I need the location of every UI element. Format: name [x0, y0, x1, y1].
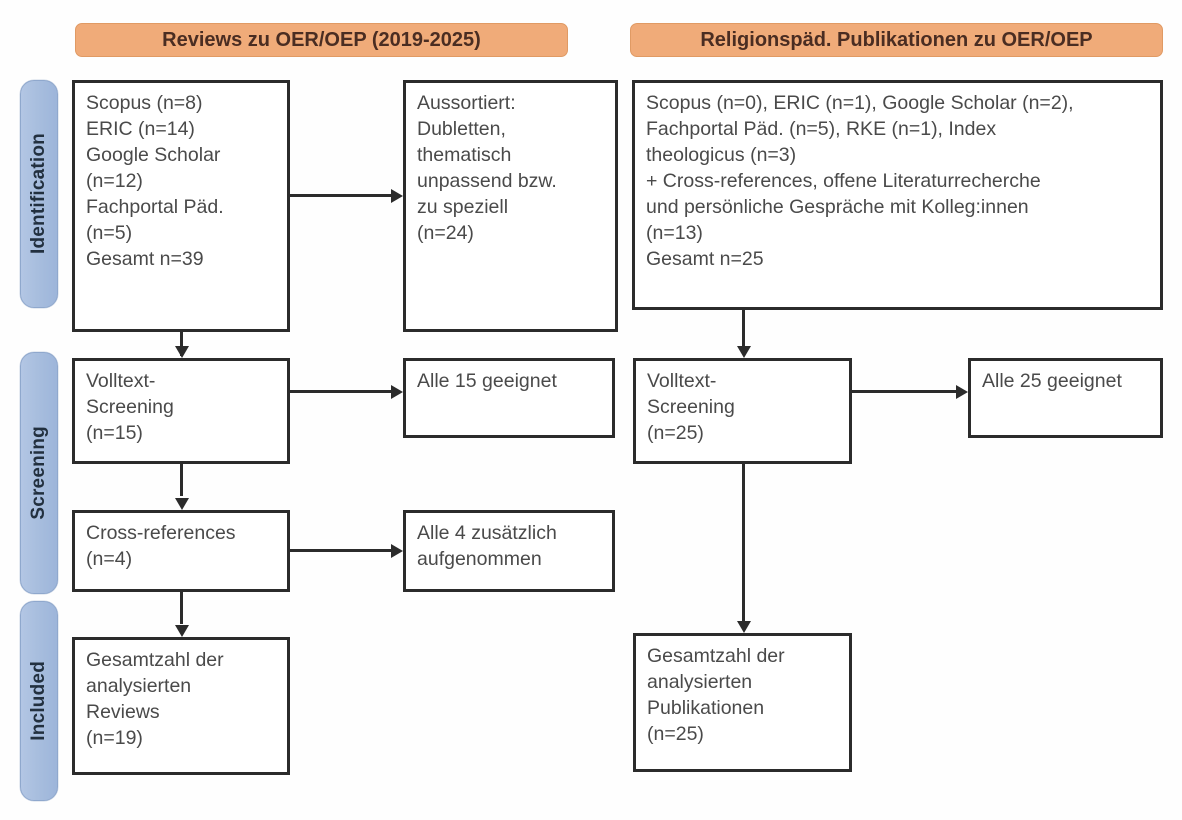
- box-left-screening-result-text: Alle 15 geeignet: [417, 370, 557, 392]
- box-left-excluded: Aussortiert: Dubletten, thematisch unpas…: [403, 80, 618, 332]
- phase-tab-identification-label: Identification: [28, 133, 49, 255]
- connector-left-sources-to-screening: [180, 332, 183, 356]
- column-header-right: Religionspäd. Publikationen zu OER/OEP: [630, 23, 1163, 57]
- connector-left-sources-to-excluded: [290, 194, 391, 197]
- arrowhead-right-sources-to-screening: [736, 346, 751, 358]
- box-left-sources-text: Scopus (n=8) ERIC (n=14) Google Scholar …: [86, 92, 224, 270]
- box-right-included: Gesamtzahl der analysierten Publikatione…: [633, 633, 852, 772]
- arrowhead-left-sources-to-screening: [174, 346, 189, 358]
- arrowhead-right-screening-to-result: [956, 384, 968, 399]
- arrowhead-left-screening-to-crossref: [174, 498, 189, 510]
- column-header-right-label: Religionspäd. Publikationen zu OER/OEP: [700, 28, 1093, 51]
- box-right-screening-text: Volltext- Screening (n=25): [647, 370, 735, 444]
- phase-tab-identification: Identification: [20, 80, 58, 308]
- connector-right-screening-to-result: [852, 390, 956, 393]
- arrowhead-left-sources-to-excluded: [391, 188, 403, 203]
- column-header-left-label: Reviews zu OER/OEP (2019-2025): [162, 28, 481, 51]
- box-left-screening-result: Alle 15 geeignet: [403, 358, 615, 438]
- arrowhead-right-screening-to-included: [736, 621, 751, 633]
- box-left-crossref-text: Cross-references (n=4): [86, 522, 236, 570]
- box-left-crossref-result: Alle 4 zusätzlich aufgenommen: [403, 510, 615, 592]
- connector-left-crossref-to-included: [180, 592, 183, 624]
- box-right-screening: Volltext- Screening (n=25): [633, 358, 852, 464]
- box-left-included-text: Gesamtzahl der analysierten Reviews (n=1…: [86, 649, 224, 749]
- box-left-screening: Volltext- Screening (n=15): [72, 358, 290, 464]
- phase-tab-included-label: Included: [28, 661, 49, 741]
- box-left-screening-text: Volltext- Screening (n=15): [86, 370, 174, 444]
- connector-left-screening-to-result: [290, 390, 391, 393]
- arrowhead-left-crossref-to-result: [391, 543, 403, 558]
- box-left-crossref-result-text: Alle 4 zusätzlich aufgenommen: [417, 522, 557, 570]
- phase-tab-included: Included: [20, 601, 58, 801]
- box-right-screening-result: Alle 25 geeignet: [968, 358, 1163, 438]
- column-header-left: Reviews zu OER/OEP (2019-2025): [75, 23, 568, 57]
- box-left-excluded-text: Aussortiert: Dubletten, thematisch unpas…: [417, 92, 557, 244]
- phase-tab-screening: Screening: [20, 352, 58, 594]
- connector-left-crossref-to-result: [290, 549, 391, 552]
- box-left-crossref: Cross-references (n=4): [72, 510, 290, 592]
- box-right-sources: Scopus (n=0), ERIC (n=1), Google Scholar…: [632, 80, 1163, 310]
- box-left-included: Gesamtzahl der analysierten Reviews (n=1…: [72, 637, 290, 775]
- box-left-sources: Scopus (n=8) ERIC (n=14) Google Scholar …: [72, 80, 290, 332]
- box-right-screening-result-text: Alle 25 geeignet: [982, 370, 1122, 392]
- connector-right-screening-to-included: [742, 464, 745, 621]
- arrowhead-left-screening-to-result: [391, 384, 403, 399]
- connector-left-screening-to-crossref: [180, 464, 183, 496]
- connector-right-sources-to-screening: [742, 310, 745, 346]
- box-right-sources-text: Scopus (n=0), ERIC (n=1), Google Scholar…: [646, 92, 1074, 270]
- arrowhead-left-crossref-to-included: [174, 625, 189, 637]
- phase-tab-screening-label: Screening: [28, 426, 49, 520]
- box-right-included-text: Gesamtzahl der analysierten Publikatione…: [647, 645, 785, 745]
